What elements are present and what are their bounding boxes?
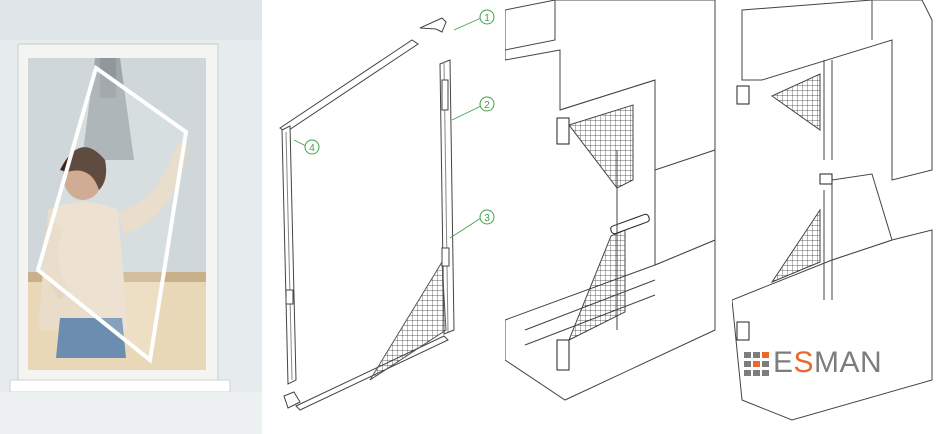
logo-part-1: E	[773, 346, 794, 379]
section-drawing-right-svg	[732, 0, 933, 421]
callout-2-label: 2	[484, 100, 490, 111]
section-drawing-right	[732, 0, 942, 434]
frame-drawing-svg: 1 2 3 4	[279, 9, 495, 411]
callout-1: 1	[479, 9, 495, 25]
logo-part-2: S	[793, 346, 815, 379]
callout-3-label: 3	[484, 213, 490, 224]
logo-part-3: MAN	[814, 346, 883, 379]
callout-3: 3	[479, 209, 495, 225]
esman-logo-mark-icon	[744, 352, 769, 376]
esman-logo: ESMAN	[773, 346, 882, 380]
callout-4: 4	[304, 139, 320, 155]
callout-4-label: 4	[309, 143, 315, 154]
frame-exploded-drawing: 1 2 3 4	[262, 0, 502, 434]
callout-1-label: 1	[484, 13, 490, 24]
callout-2: 2	[479, 96, 495, 112]
installation-photo	[0, 0, 262, 434]
section-drawing-left-svg	[505, 0, 716, 401]
installation-photo-illustration	[0, 0, 262, 434]
section-drawing-left	[505, 0, 730, 434]
